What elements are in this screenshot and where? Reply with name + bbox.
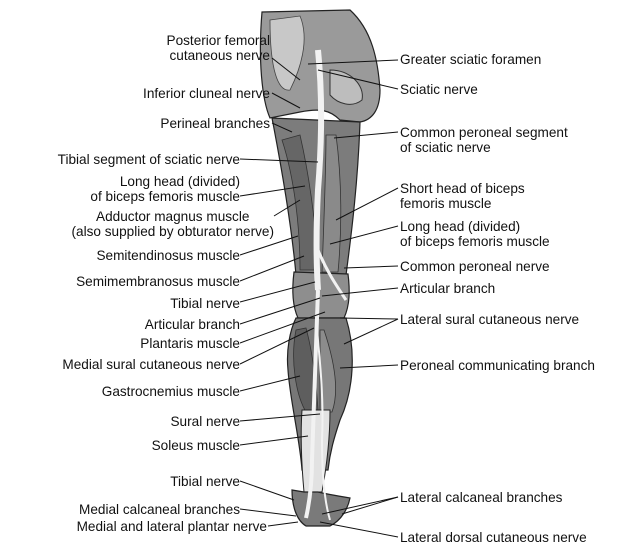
label-sural-nerve: Sural nerve: [170, 414, 240, 429]
leader-line-16: [240, 509, 296, 516]
label-semitendinosus-muscle: Semitendinosus muscle: [96, 248, 240, 263]
label-tibial-segment-of-sciatic-nerve: Tibial segment of sciatic nerve: [58, 152, 240, 167]
knee-shape: [293, 272, 349, 318]
label-lateral-dorsal-cutaneous-nerve: Lateral dorsal cutaneous nerve: [400, 530, 587, 545]
label-medial-and-lateral-plantar-nerve: Medial and lateral plantar nerve: [77, 519, 267, 534]
leader-line-28: [342, 497, 398, 514]
leader-line-25: [340, 318, 398, 319]
heel-shape: [292, 490, 350, 526]
label-short-head-biceps-femoris: Short head of biceps femoris muscle: [400, 181, 525, 211]
label-medial-calcaneal-branches: Medial calcaneal branches: [79, 502, 240, 517]
label-medial-sural-cutaneous-nerve: Medial sural cutaneous nerve: [62, 357, 240, 372]
leader-line-23: [344, 266, 398, 268]
label-soleus-muscle: Soleus muscle: [152, 438, 240, 453]
label-tibial-nerve-upper: Tibial nerve: [170, 296, 240, 311]
label-plantaris-muscle: Plantaris muscle: [140, 336, 240, 351]
label-greater-sciatic-foramen: Greater sciatic foramen: [400, 52, 541, 67]
leader-line-17: [268, 522, 298, 526]
label-common-peroneal-segment: Common peroneal segment of sciatic nerve: [400, 125, 568, 155]
leader-line-15: [240, 481, 294, 500]
label-tibial-nerve-lower: Tibial nerve: [170, 474, 240, 489]
label-inferior-cluneal-nerve: Inferior cluneal nerve: [143, 86, 270, 101]
leader-line-30: [320, 522, 398, 537]
label-semimembranosus-muscle: Semimembranosus muscle: [76, 274, 240, 289]
label-lateral-sural-cutaneous-nerve: Lateral sural cutaneous nerve: [400, 312, 579, 327]
label-articular-branch-left: Articular branch: [145, 317, 240, 332]
label-articular-branch-right: Articular branch: [400, 281, 495, 296]
label-lateral-calcaneal-branches: Lateral calcaneal branches: [400, 490, 562, 505]
label-gastrocnemius-muscle: Gastrocnemius muscle: [102, 384, 240, 399]
label-sciatic-nerve: Sciatic nerve: [400, 82, 478, 97]
label-long-head-biceps-femoris-left: Long head (divided) of biceps femoris mu…: [90, 174, 240, 204]
label-peroneal-communicating-branch: Peroneal communicating branch: [400, 358, 595, 373]
label-posterior-femoral-cutaneous-nerve: Posterior femoral cutaneous nerve: [167, 33, 271, 63]
label-perineal-branches: Perineal branches: [160, 116, 270, 131]
label-adductor-magnus-muscle: Adductor magnus muscle (also supplied by…: [71, 209, 274, 239]
label-common-peroneal-nerve: Common peroneal nerve: [400, 259, 550, 274]
lower-leg-shape: [301, 410, 330, 492]
label-long-head-biceps-femoris-right: Long head (divided) of biceps femoris mu…: [400, 219, 550, 249]
leader-line-26: [344, 319, 398, 344]
